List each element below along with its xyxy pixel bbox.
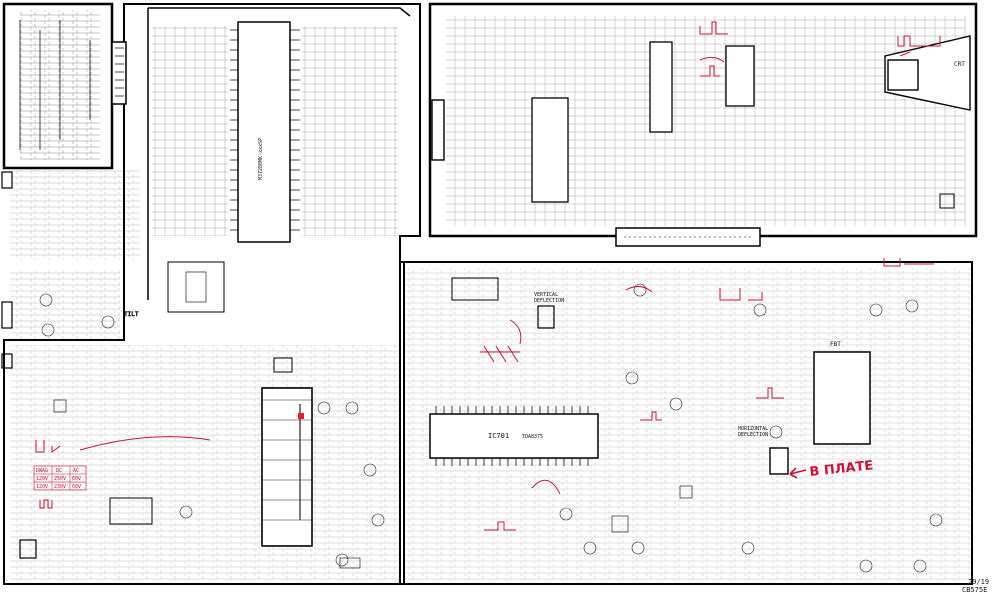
pink-waveforms-top: [699, 21, 941, 77]
mcu-label: M37280MK-xxxSP: [258, 138, 264, 180]
voltage-table-r0c0: DWAG: [36, 468, 48, 474]
crt-label: CRT: [954, 61, 965, 68]
connector-ribbon: [615, 227, 761, 247]
ic701-part: TDA8375: [522, 434, 543, 440]
top-left-block: [19, 10, 127, 160]
ic701-chip: IC701 TDA8375: [429, 406, 599, 466]
video-block: [431, 16, 966, 226]
model-code: CB575E: [962, 586, 987, 594]
voltage-table-r2c2: 60V: [72, 484, 81, 490]
voltage-table-r1c2: 60V: [72, 476, 81, 482]
handwritten-note: В ПЛАТЕ: [809, 458, 874, 480]
red-marker: [298, 413, 304, 419]
voltage-table-r2c0: 120V: [36, 484, 48, 490]
mcu-chip: M37280MK-xxxSP: [230, 21, 300, 243]
fbt-label: FBT: [830, 341, 841, 348]
pink-waveforms-bottom: [480, 258, 934, 531]
voltage-table-r2c1: 230V: [54, 484, 66, 490]
note-arrow: [789, 467, 807, 479]
power-supply-block: [10, 345, 400, 580]
left-wiring: TILT: [1, 170, 140, 369]
voltage-table: DWAG DC AC 120V 250V 60V 120V 230V 60V: [33, 465, 87, 491]
crt-neck: CRT: [884, 35, 971, 111]
mcu-wiring: [152, 26, 398, 313]
voltage-table-r0c1: DC: [56, 468, 62, 474]
tilt-label: TILT: [124, 311, 139, 318]
page-number: 29/19: [968, 578, 989, 586]
voltage-table-r1c1: 250V: [54, 476, 66, 482]
pink-waveforms-left: [35, 436, 211, 509]
voltage-table-r1c0: 120V: [36, 476, 48, 482]
ic701-label: IC701: [488, 432, 509, 440]
voltage-table-r0c2: AC: [73, 468, 79, 474]
